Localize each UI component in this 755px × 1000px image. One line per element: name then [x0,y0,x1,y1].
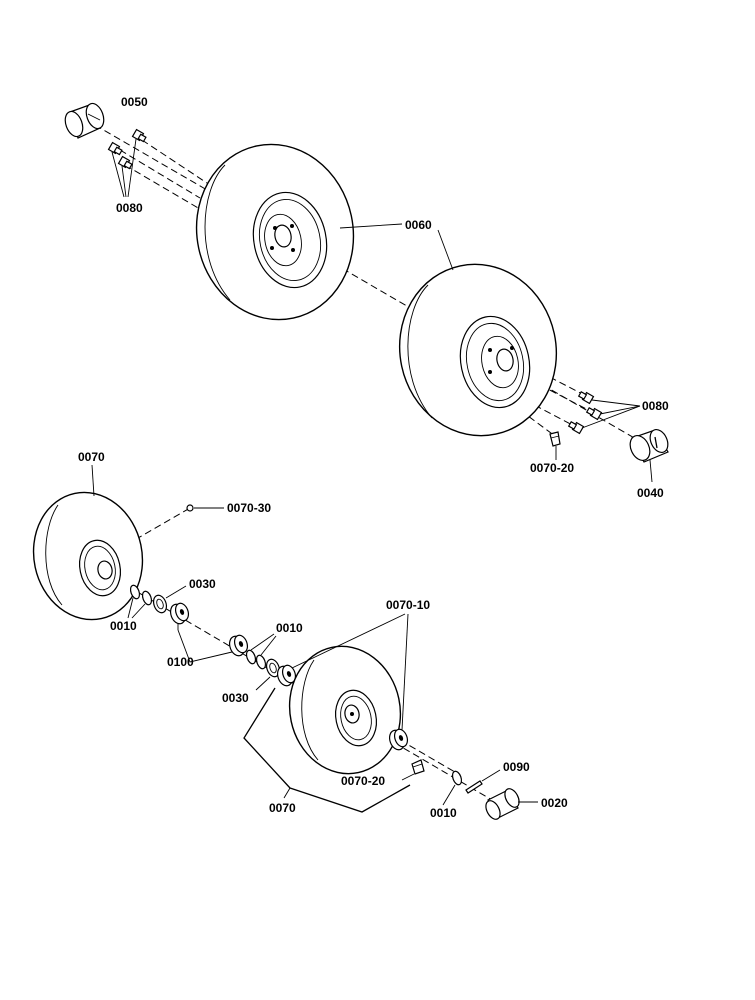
bearing-0070-10-right [388,728,409,751]
key-0090 [465,769,501,794]
upper-axle-centerline [94,124,656,451]
lug-nuts-upper-left-0080 [107,128,147,198]
label-0010-right: 0010 [430,806,457,820]
label-0010-middle: 0010 [276,621,303,635]
leader-0070-10 [291,613,409,731]
label-0070-top: 0070 [78,450,105,464]
bearing-0070-10-left [276,664,297,687]
spacer-lower-0030 [255,658,281,691]
washer-right-0010 [442,770,463,806]
label-0030-lower: 0030 [222,691,249,705]
label-0020: 0020 [541,796,568,810]
label-0070-20-lower: 0070-20 [341,774,385,788]
leader-0060 [339,223,454,271]
lower-axle-centerline [99,507,493,801]
tire-lower-right-0070 [288,645,402,775]
label-0080-upper-right: 0080 [642,399,669,413]
bearing-middle-0100 [228,634,249,657]
label-0060: 0060 [405,218,432,232]
leader-0100 [177,629,233,663]
bushing-0020 [485,788,538,820]
label-0050: 0050 [121,95,148,109]
valve-stem-upper-0070-20 [549,431,561,460]
bearing-left-0100 [169,602,190,630]
assembly-bracket-0070 [243,687,411,813]
lug-nuts-upper-right-0080 [567,390,641,435]
label-0030-upper: 0030 [189,577,216,591]
washers-left-0010 [127,584,153,619]
grease-fitting-0070-30 [186,504,224,512]
label-0010-left: 0010 [110,619,137,633]
valve-stem-lower-0070-20 [401,759,425,781]
tire-upper-left-0060 [195,143,355,321]
label-0070-20-upper: 0070-20 [530,461,574,475]
label-0040: 0040 [637,486,664,500]
label-0080-upper-left: 0080 [116,201,143,215]
tire-upper-right-0060 [398,263,558,437]
hub-cap-0050 [64,102,105,139]
washers-middle-0010 [245,633,277,670]
hub-cap-0040 [629,429,669,483]
label-0090: 0090 [503,760,530,774]
spacer-upper-0030 [152,585,187,614]
label-0070-bottom: 0070 [269,801,296,815]
label-0070-10: 0070-10 [386,598,430,612]
tire-lower-left-0070 [32,464,144,621]
label-0070-30: 0070-30 [227,501,271,515]
label-0100: 0100 [167,655,194,669]
